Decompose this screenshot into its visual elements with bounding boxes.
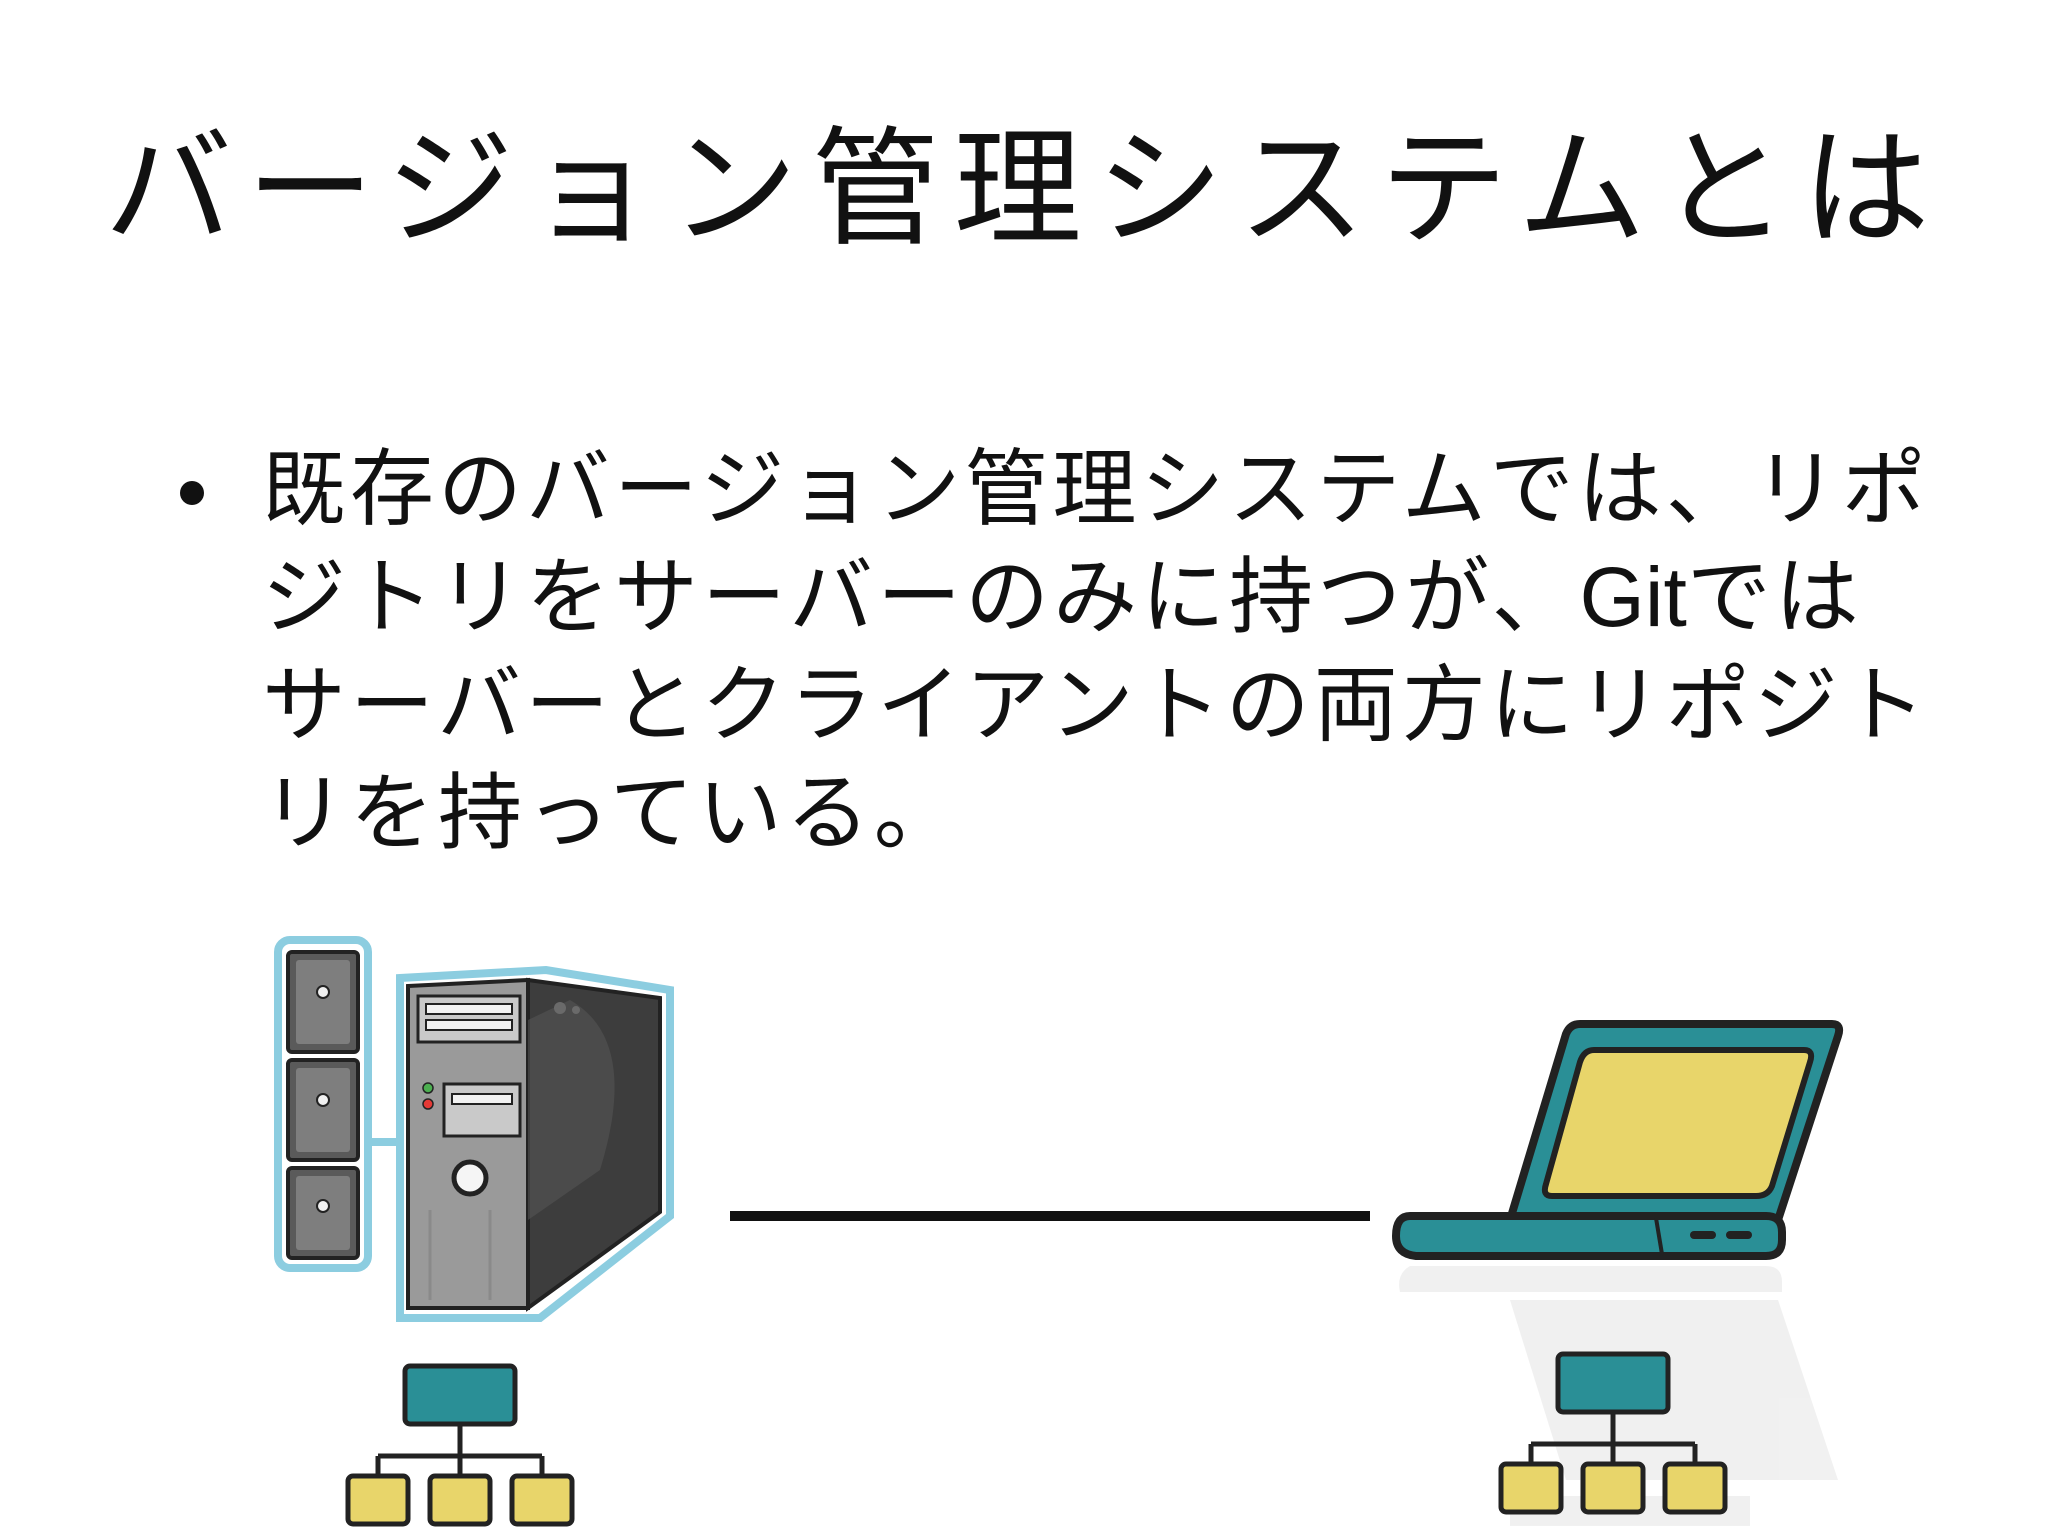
bullet-text: 既存のバージョン管理システムでは、リポジトリをサーバーのみに持つが、Gitではサ… bbox=[262, 440, 1930, 862]
bullet-dot bbox=[180, 481, 204, 505]
storage-rack-icon bbox=[274, 936, 400, 1272]
bullet-text-part-2: ではサーバーとクライアントの両方にリポジトリを持っている。 bbox=[262, 548, 1930, 862]
bullet-item: 既存のバージョン管理システムでは、リポジトリをサーバーのみに持つが、Gitではサ… bbox=[180, 435, 1940, 867]
slide-title: バージョン管理システムとは bbox=[104, 115, 1944, 264]
server-icon bbox=[396, 965, 674, 1322]
bullet-list: 既存のバージョン管理システムでは、リポジトリをサーバーのみに持つが、Gitではサ… bbox=[180, 435, 1940, 867]
illustration bbox=[0, 920, 2048, 1536]
laptop-icon bbox=[1391, 1020, 1844, 1260]
git-word: Git bbox=[1579, 550, 1687, 644]
repository-tree-icon bbox=[345, 1363, 575, 1527]
repository-tree-icon bbox=[1498, 1351, 1728, 1515]
laptop-reflection bbox=[1399, 1266, 1838, 1526]
server-client-diagram bbox=[274, 936, 1844, 1527]
bullet-text-part-1: 既存のバージョン管理システムでは、リポジトリをサーバーのみに持つが、 bbox=[262, 440, 1930, 646]
